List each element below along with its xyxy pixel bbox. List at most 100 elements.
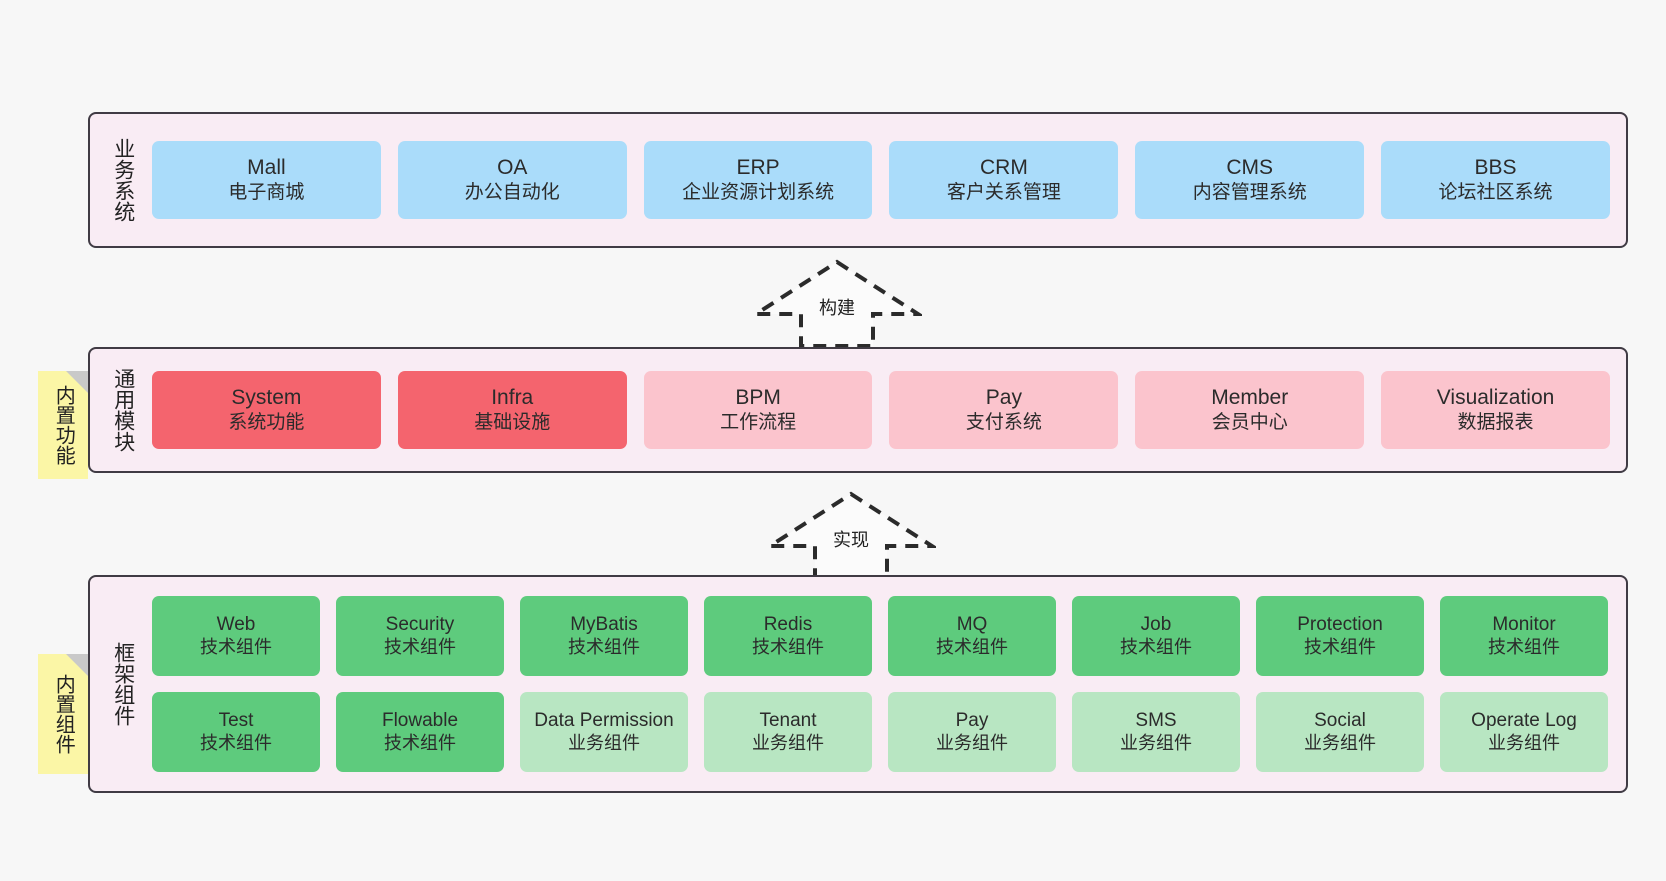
box-subtitle: 业务组件: [1120, 732, 1192, 753]
box-erp[interactable]: ERP 企业资源计划系统: [643, 141, 873, 219]
box-subtitle: 客户关系管理: [946, 182, 1061, 204]
box-subtitle: 基础设施: [474, 412, 551, 434]
folded-corner-icon: [66, 371, 88, 393]
box-subtitle: 数据报表: [1457, 412, 1534, 434]
box-subtitle: 企业资源计划系统: [682, 182, 835, 204]
box-visualization[interactable]: Visualization 数据报表: [1381, 371, 1610, 449]
box-subtitle: 会员中心: [1211, 412, 1288, 434]
box-title: Monitor: [1492, 614, 1556, 636]
layer-label-modules: 通用模块: [111, 368, 135, 452]
box-title: Flowable: [381, 710, 459, 732]
box-title: Protection: [1297, 614, 1383, 636]
box-subtitle: 业务组件: [1304, 732, 1376, 753]
box-mq[interactable]: MQ 技术组件: [888, 596, 1056, 676]
box-crm[interactable]: CRM 客户关系管理: [889, 141, 1119, 219]
box-title: Tenant: [759, 710, 817, 732]
box-pay[interactable]: Pay 支付系统: [889, 371, 1119, 449]
box-cms[interactable]: CMS 内容管理系统: [1135, 141, 1365, 219]
box-title: MQ: [956, 614, 988, 636]
box-title: Visualization: [1436, 386, 1555, 409]
layer-body-modules: System 系统功能 Infra 基础设施 BPM 工作流程 Pay 支付系统…: [146, 349, 1626, 471]
box-subtitle: 技术组件: [1488, 636, 1560, 657]
layer-label-framework: 框架组件: [111, 642, 135, 726]
box-security[interactable]: Security 技术组件: [336, 596, 504, 676]
box-social[interactable]: Social 业务组件: [1256, 692, 1424, 772]
box-tenant[interactable]: Tenant 业务组件: [704, 692, 872, 772]
box-mybatis[interactable]: MyBatis 技术组件: [520, 596, 688, 676]
box-oa[interactable]: OA 办公自动化: [397, 141, 627, 219]
box-web[interactable]: Web 技术组件: [152, 596, 320, 676]
box-title: Pay: [955, 710, 989, 732]
layer-body-framework: Web 技术组件 Security 技术组件 MyBatis 技术组件 Redi…: [146, 577, 1626, 791]
box-title: Web: [216, 614, 256, 636]
box-title: Security: [385, 614, 455, 636]
arrow-implement: 实现: [766, 490, 936, 582]
folded-corner-icon: [66, 654, 88, 676]
box-test[interactable]: Test 技术组件: [152, 692, 320, 772]
box-title: BPM: [735, 386, 781, 409]
box-mall[interactable]: Mall 电子商城: [152, 141, 381, 219]
box-title: Redis: [763, 614, 813, 636]
note-builtin-components: 内置组件: [38, 654, 88, 774]
box-subtitle: 技术组件: [936, 636, 1008, 657]
box-title: MyBatis: [570, 614, 638, 636]
note-text: 内置功能: [52, 385, 75, 465]
box-subtitle: 系统功能: [228, 412, 305, 434]
box-title: BBS: [1474, 156, 1517, 179]
box-operate-log[interactable]: Operate Log 业务组件: [1440, 692, 1608, 772]
box-subtitle: 技术组件: [200, 732, 272, 753]
box-job[interactable]: Job 技术组件: [1072, 596, 1240, 676]
note-builtin-functions: 内置功能: [38, 371, 88, 479]
box-title: ERP: [736, 156, 780, 179]
layer-panel-modules: 通用模块 System 系统功能 Infra 基础设施 BPM 工作流程 Pay…: [88, 347, 1628, 473]
box-title: CRM: [979, 156, 1028, 179]
layer-body-business: Mall 电子商城 OA 办公自动化 ERP 企业资源计划系统 CRM 客户关系…: [146, 114, 1626, 246]
box-title: Operate Log: [1471, 710, 1577, 732]
box-flowable[interactable]: Flowable 技术组件: [336, 692, 504, 772]
box-title: Social: [1314, 710, 1366, 732]
box-subtitle: 技术组件: [1304, 636, 1376, 657]
layer-panel-business: 业务系统 Mall 电子商城 OA 办公自动化 ERP 企业资源计划系统 CRM…: [88, 112, 1628, 248]
box-title: Data Permission: [534, 710, 674, 732]
arrow-build: 构建: [752, 258, 922, 350]
box-infra[interactable]: Infra 基础设施: [397, 371, 627, 449]
box-bbs[interactable]: BBS 论坛社区系统: [1381, 141, 1610, 219]
box-title: SMS: [1135, 710, 1177, 732]
box-title: Job: [1140, 614, 1172, 636]
box-row: Test 技术组件 Flowable 技术组件 Data Permission …: [152, 692, 1608, 772]
box-protection[interactable]: Protection 技术组件: [1256, 596, 1424, 676]
box-title: Member: [1211, 386, 1289, 409]
box-title: Test: [218, 710, 254, 732]
box-monitor[interactable]: Monitor 技术组件: [1440, 596, 1608, 676]
box-title: System: [231, 386, 302, 409]
layer-panel-framework: 框架组件 Web 技术组件 Security 技术组件 MyBatis 技术组件…: [88, 575, 1628, 793]
box-subtitle: 论坛社区系统: [1438, 182, 1553, 204]
box-row: Mall 电子商城 OA 办公自动化 ERP 企业资源计划系统 CRM 客户关系…: [152, 141, 1610, 219]
box-subtitle: 业务组件: [752, 732, 824, 753]
box-subtitle: 技术组件: [568, 636, 640, 657]
box-subtitle: 技术组件: [384, 636, 456, 657]
box-subtitle: 业务组件: [1488, 732, 1560, 753]
layer-label-business: 业务系统: [111, 138, 135, 222]
box-row: Web 技术组件 Security 技术组件 MyBatis 技术组件 Redi…: [152, 596, 1608, 676]
box-redis[interactable]: Redis 技术组件: [704, 596, 872, 676]
box-data-permission[interactable]: Data Permission 业务组件: [520, 692, 688, 772]
box-title: CMS: [1226, 156, 1274, 179]
box-subtitle: 技术组件: [1120, 636, 1192, 657]
box-subtitle: 业务组件: [936, 732, 1008, 753]
box-subtitle: 技术组件: [752, 636, 824, 657]
box-system[interactable]: System 系统功能: [152, 371, 381, 449]
box-subtitle: 办公自动化: [464, 182, 560, 204]
box-bpm[interactable]: BPM 工作流程: [643, 371, 873, 449]
box-member[interactable]: Member 会员中心: [1135, 371, 1365, 449]
box-subtitle: 工作流程: [720, 412, 797, 434]
box-title: Pay: [985, 386, 1022, 409]
box-pay-component[interactable]: Pay 业务组件: [888, 692, 1056, 772]
box-subtitle: 业务组件: [568, 732, 640, 753]
box-title: OA: [497, 156, 528, 179]
box-subtitle: 支付系统: [965, 412, 1042, 434]
box-sms[interactable]: SMS 业务组件: [1072, 692, 1240, 772]
box-title: Infra: [491, 386, 534, 409]
note-text: 内置组件: [52, 674, 75, 754]
